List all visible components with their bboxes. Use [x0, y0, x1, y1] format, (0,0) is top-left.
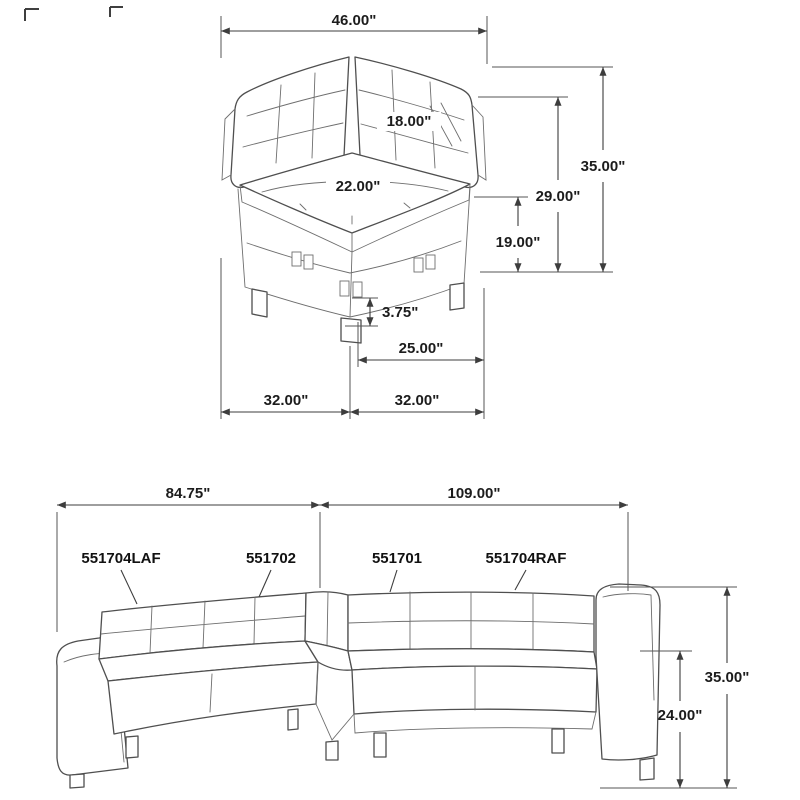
- dim-25-label: 25.00": [399, 340, 444, 357]
- corner-section-tuft: [326, 591, 329, 647]
- right-wing-legs: [373, 728, 565, 758]
- dim-375-label: 3.75": [382, 304, 418, 321]
- dim-46-label: 46.00": [332, 12, 377, 29]
- corner-wedge-diagram: 46.00" 18.00" 22.00" 35.00" 29.00" 19.00…: [220, 12, 626, 419]
- right-wing-seat-detail: [353, 666, 597, 734]
- corner-side-wings: [221, 104, 487, 181]
- dim-109-label: 109.00": [448, 485, 501, 502]
- right-wing-back-tufting: [347, 591, 595, 651]
- part-label-551704raf: 551704RAF: [486, 550, 567, 567]
- dim-35-sectional-label: 35.00": [705, 669, 750, 686]
- dim-18-label: 18.00": [387, 113, 432, 130]
- dim-35-corner-label: 35.00": [581, 158, 626, 175]
- left-wing-back-tufting: [100, 596, 306, 654]
- dim-29-label: 29.00": [536, 188, 581, 205]
- sectional-right-arm-leg: [639, 757, 655, 781]
- sectional-right-arm: [595, 583, 661, 761]
- dim-32-right-label: 32.00": [395, 392, 440, 409]
- corner-base: [237, 187, 471, 318]
- part-label-551702: 551702: [246, 550, 296, 567]
- corner-dimensions: 46.00" 18.00" 22.00" 35.00" 29.00" 19.00…: [220, 12, 626, 419]
- sectional-sofa-drawing: [56, 583, 661, 789]
- left-wing-legs: [69, 708, 299, 789]
- left-wing-seat-split: [209, 673, 213, 713]
- right-wing-seat-front: [351, 665, 598, 715]
- corner-section-front: [315, 661, 355, 741]
- sectional-dimensions: 84.75" 109.00" 35.00" 24.00": [56, 485, 750, 789]
- sectional-diagram: 551704LAF 551702 551701 551704RAF 84.75"…: [56, 485, 750, 789]
- corner-sofa-drawing: [221, 56, 487, 344]
- part-label-551701: 551701: [372, 550, 422, 567]
- dim-24-label: 24.00": [658, 707, 703, 724]
- dim-22-label: 22.00": [336, 178, 381, 195]
- dim-19-label: 19.00": [496, 234, 541, 251]
- corner-skirt-tabs: [291, 251, 436, 298]
- page-corner-marks: [24, 6, 123, 21]
- sectional-right-arm-detail: [602, 593, 655, 701]
- dim-32-left-label: 32.00": [264, 392, 309, 409]
- dim-8475-label: 84.75": [166, 485, 211, 502]
- part-label-551704laf: 551704LAF: [81, 550, 160, 567]
- part-labels: 551704LAF 551702 551701 551704RAF: [81, 550, 567, 605]
- corner-section-leg: [325, 740, 339, 761]
